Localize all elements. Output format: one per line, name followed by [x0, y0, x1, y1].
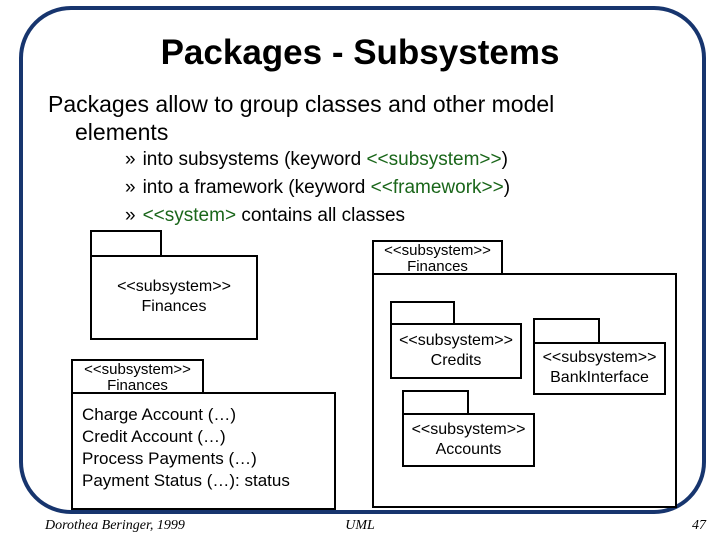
class-list-item: Process Payments (…) [82, 449, 257, 468]
footer-page-number: 47 [692, 518, 706, 533]
package-body-finances-upper-left: <<subsystem>> Finances [90, 255, 258, 340]
uml-keyword: <<framework>> [370, 177, 504, 198]
package-name: Accounts [435, 441, 502, 458]
package-tab-finances-upper-left [90, 230, 162, 257]
footer-author: Dorothea Beringer, 1999 [45, 518, 185, 533]
package-stereotype: <<subsystem>> [384, 242, 491, 259]
package-tab-finances-right: <<subsystem>> Finances [372, 240, 503, 275]
package-body-credits: <<subsystem>> Credits [390, 323, 522, 379]
package-stereotype: <<subsystem>> [117, 278, 231, 295]
package-name: Finances [407, 258, 468, 275]
bullet-text: ) [501, 149, 508, 170]
footer-center-label: UML [345, 518, 375, 533]
lead-line-2: elements [75, 119, 169, 145]
class-list: Charge Account (…) Credit Account (…) Pr… [73, 394, 334, 492]
package-tab-credits [390, 301, 455, 325]
bullet-item: » into subsystems (keyword <<subsystem>>) [125, 146, 510, 174]
bullet-marker: » [125, 205, 136, 226]
bullet-text: ) [503, 177, 511, 198]
package-name: Credits [430, 352, 482, 369]
class-list-item: Credit Account (…) [82, 427, 226, 446]
bullet-list: » into subsystems (keyword <<subsystem>>)… [125, 146, 510, 230]
package-name: BankInterface [550, 369, 649, 386]
bullet-item: » <<system> contains all classes [125, 202, 510, 230]
class-list-item: Payment Status (…): status [82, 471, 290, 490]
package-stereotype: <<subsystem>> [84, 361, 191, 378]
package-name: Finances [107, 377, 168, 394]
bullet-text: into a framework (keyword [142, 177, 371, 198]
lead-line-1: Packages allow to group classes and othe… [48, 91, 555, 117]
package-body-finances-classes: Charge Account (…) Credit Account (…) Pr… [71, 392, 336, 510]
bullet-marker: » [125, 177, 136, 198]
package-body-accounts: <<subsystem>> Accounts [402, 413, 535, 467]
uml-keyword: <<subsystem>> [366, 149, 502, 170]
bullet-text: into subsystems (keyword [142, 149, 367, 170]
page-title: Packages - Subsystems [160, 33, 560, 72]
package-tab-bank-interface [533, 318, 600, 344]
class-list-item: Charge Account (…) [82, 405, 237, 424]
bullet-text: contains all classes [236, 205, 406, 226]
uml-keyword: <<system> [142, 205, 237, 226]
package-tab-accounts [402, 390, 469, 415]
package-stereotype: <<subsystem>> [411, 421, 526, 438]
bullet-marker: » [125, 149, 136, 170]
package-tab-finances-classes: <<subsystem>> Finances [71, 359, 204, 394]
bullet-item: » into a framework (keyword <<framework>>… [125, 174, 510, 202]
package-stereotype: <<subsystem>> [542, 349, 657, 366]
lead-paragraph: Packages allow to group classes and othe… [48, 90, 554, 146]
package-stereotype: <<subsystem>> [399, 332, 513, 349]
package-body-bank-interface: <<subsystem>> BankInterface [533, 342, 666, 395]
package-name: Finances [141, 298, 207, 315]
slide-border [19, 6, 706, 514]
